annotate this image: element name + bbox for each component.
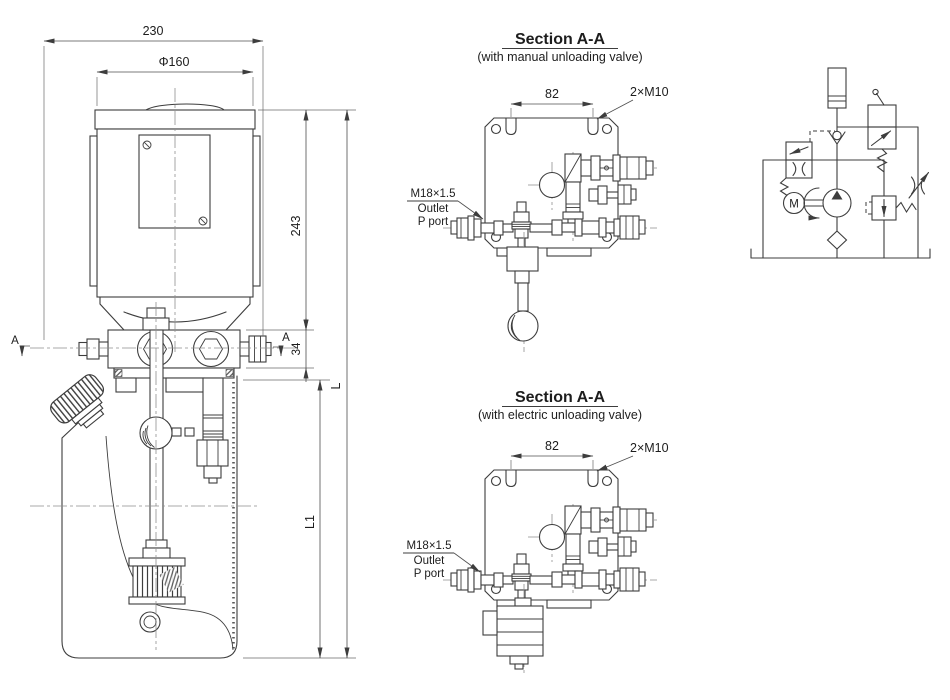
port-thread-manual: M18×1.5 xyxy=(410,188,455,200)
mount-holes-callout-manual: 2×M10 xyxy=(596,85,669,120)
mount-holes-callout-electric: 2×M10 xyxy=(596,441,669,472)
filler-breather-cap xyxy=(50,374,105,429)
port-word1-manual: Outlet xyxy=(418,203,449,215)
section-electric-title: Section A-A xyxy=(515,389,606,406)
dim-243-label: 243 xyxy=(289,216,303,237)
relief-valve-cartridge xyxy=(196,377,229,484)
section-manual-title: Section A-A xyxy=(515,31,606,48)
throttle-valve-symbol xyxy=(908,171,930,199)
outlet-port-callout-manual: M18×1.5 Outlet P port xyxy=(407,188,484,228)
check-valve-symbol xyxy=(828,130,846,145)
motor-nameplate xyxy=(138,134,211,229)
unloading-valve-symbol xyxy=(779,130,835,196)
m10-label-manual: 2×M10 xyxy=(630,85,669,99)
section-aa-manual: Section A-A (with manual unloading valve… xyxy=(407,31,669,352)
dim-82-label-electric: 82 xyxy=(545,439,559,453)
port-word2-manual: P port xyxy=(418,216,449,228)
manifold-block xyxy=(78,307,272,393)
dim-230-label: 230 xyxy=(143,24,164,38)
suction-filter xyxy=(128,557,186,605)
pump-symbol xyxy=(822,188,852,218)
dim-L1-label: L1 xyxy=(303,515,317,529)
tank-symbol xyxy=(750,248,931,259)
section-electric-subtitle: (with electric unloading valve) xyxy=(478,408,642,422)
manifold-section-block-manual xyxy=(442,117,658,257)
manual-unloading-valve xyxy=(506,232,539,352)
hydraulic-schematic: M xyxy=(750,67,931,259)
centerlines xyxy=(30,88,296,650)
right-port-fitting xyxy=(239,341,250,357)
relief-valve-symbol xyxy=(865,195,917,221)
front-view: 230 Φ160 243 34 L1 xyxy=(11,24,356,659)
spring-icon xyxy=(876,148,888,173)
suction-filter-symbol xyxy=(826,230,848,250)
section-aa-electric: Section A-A (with electric unloading val… xyxy=(403,389,669,676)
rotation-arrow-icon xyxy=(803,187,820,221)
manual-lever-valve-symbol xyxy=(867,88,897,173)
dim-tank-height: L1 xyxy=(243,379,356,659)
dim-hole-pitch-manual: 82 xyxy=(510,87,594,117)
port-word1-electric: Outlet xyxy=(414,555,445,567)
motor-symbol: M xyxy=(782,187,824,221)
ball-knob xyxy=(507,310,539,342)
section-letter-right: A xyxy=(282,332,290,344)
port-word2-electric: P port xyxy=(414,568,445,580)
dim-82-label-manual: 82 xyxy=(545,87,559,101)
pilot-line xyxy=(865,201,872,215)
dim-motor-height: 243 xyxy=(246,109,356,331)
drain-plug xyxy=(139,611,161,633)
dim-overall-width: 230 xyxy=(43,24,264,340)
lever-knob-icon xyxy=(872,88,879,96)
manifold-section-block-electric xyxy=(442,469,658,609)
section-cut-arrow-left: A xyxy=(11,335,30,357)
dim-block-height: 34 xyxy=(246,318,314,382)
spring-icon xyxy=(895,201,917,214)
dim-34-label: 34 xyxy=(291,342,303,355)
section-manual-subtitle: (with manual unloading valve) xyxy=(477,50,642,64)
dim-motor-diameter: Φ160 xyxy=(96,55,254,106)
outlet-port-callout-electric: M18×1.5 Outlet P port xyxy=(403,540,481,580)
dim-phi160-label: Φ160 xyxy=(159,55,190,69)
solenoid-coil xyxy=(496,605,544,657)
section-cut-arrow-right: A xyxy=(273,332,290,357)
dim-L-label: L xyxy=(329,382,343,389)
dim-total-height: L xyxy=(329,109,350,659)
port-thread-electric: M18×1.5 xyxy=(406,540,451,552)
left-port-plug xyxy=(78,341,88,357)
m10-label-electric: 2×M10 xyxy=(630,441,669,455)
pilot-line xyxy=(809,130,835,142)
schematic-lines xyxy=(762,107,919,259)
section-letter-left: A xyxy=(11,335,19,347)
spring-icon xyxy=(779,177,790,196)
electric-unloading-valve xyxy=(482,584,544,676)
dim-hole-pitch-electric: 82 xyxy=(510,439,594,469)
cylinder-symbol xyxy=(827,67,847,109)
ball-valve xyxy=(139,416,195,450)
motor-letter: M xyxy=(789,199,799,211)
